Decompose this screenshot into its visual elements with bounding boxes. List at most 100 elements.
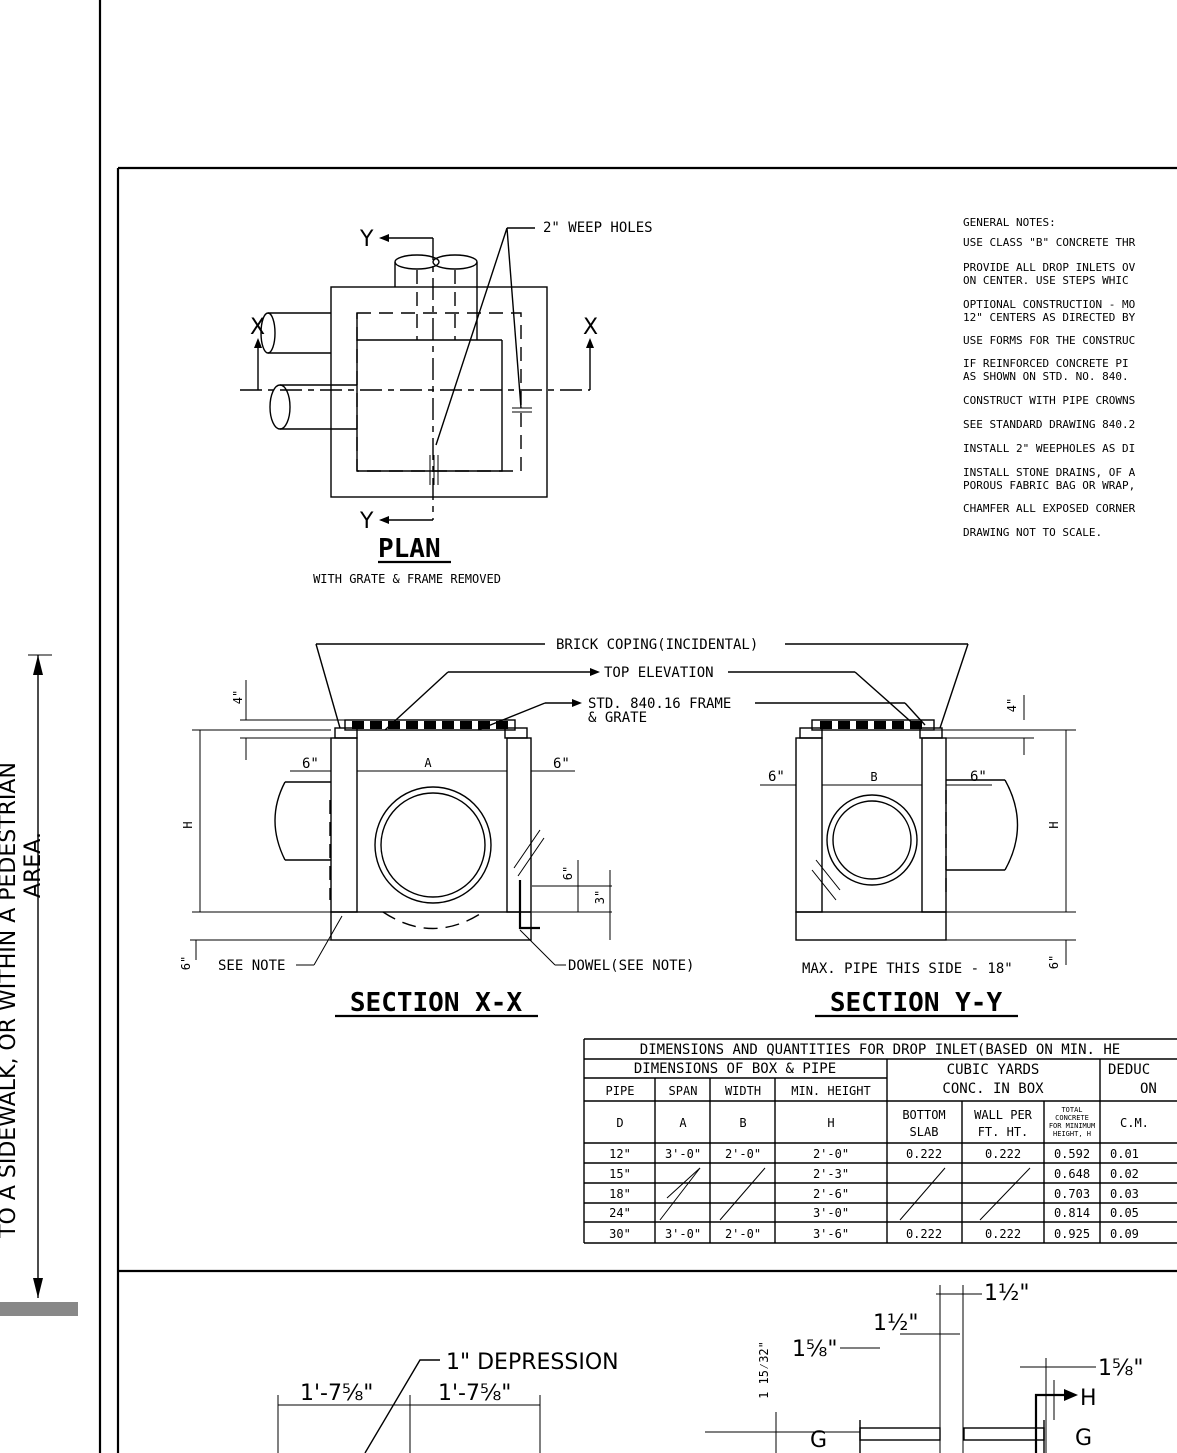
- plan-inner-box: [356, 312, 522, 472]
- x-dim-6-left-label: 6": [302, 756, 319, 772]
- tbl-sub-pipe: PIPE: [606, 1084, 635, 1098]
- plan-y-arrow-top: [379, 234, 389, 242]
- tbl-r2-c: 0.03: [1110, 1187, 1139, 1201]
- x-dim-h-label: H: [181, 821, 195, 828]
- x-wall-hatch-1: [513, 829, 541, 869]
- x-dim-6-right-v-label: 6": [561, 866, 575, 880]
- x-left-pipe-end: [274, 781, 286, 861]
- note-4: USE FORMS FOR THE CONSTRUC: [963, 334, 1135, 347]
- tbl-col-cm: C.M.: [1120, 1116, 1149, 1130]
- tbl-r0-t: 0.592: [1054, 1147, 1090, 1161]
- tbl-col-wall2: FT. HT.: [978, 1125, 1029, 1139]
- x-wall-left: [330, 737, 358, 913]
- note-9b: POROUS FABRIC BAG OR WRAP,: [963, 479, 1135, 492]
- x-dim-3-label: 3": [593, 890, 607, 904]
- section-y-y: B 6" 6" H 4" 6" MAX. PIPE THIS SIDE - 18…: [760, 695, 1076, 1018]
- note-10: CHAMFER ALL EXPOSED CORNER: [963, 502, 1136, 515]
- plan-outer-box: [330, 286, 548, 498]
- tbl-col-b: B: [739, 1116, 746, 1130]
- tbl-sub-span: SPAN: [669, 1084, 698, 1098]
- tbl-col-a: A: [679, 1116, 687, 1130]
- y-grate: [811, 719, 935, 731]
- section-x-title: SECTION X-X: [350, 988, 523, 1018]
- tbl-r0-w: 0.222: [985, 1147, 1021, 1161]
- brick-coping-leader-2: [939, 643, 969, 729]
- x-bottom-slab: [330, 911, 532, 941]
- y-wall-left: [795, 737, 823, 913]
- tbl-r4-a: 3'-0": [665, 1227, 701, 1241]
- x-grate: [344, 719, 516, 731]
- x-pipe-outer: [374, 786, 492, 904]
- bottom-dim-right: 1'-7⅝": [438, 1381, 511, 1406]
- tbl-r2-t: 0.703: [1054, 1187, 1090, 1201]
- section-y-title: SECTION Y-Y: [830, 988, 1003, 1018]
- tbl-r0-h: 2'-0": [813, 1147, 849, 1161]
- tbl-r4-w: 0.222: [985, 1227, 1021, 1241]
- tbl-r4-h: 3'-6": [813, 1227, 849, 1241]
- plan-label-y-top: Y: [359, 227, 374, 252]
- tbl-col-total4: HEIGHT, H: [1053, 1130, 1091, 1138]
- top-elevation-label: TOP ELEVATION: [604, 665, 714, 681]
- frame-grate-label-2: & GRATE: [588, 710, 647, 726]
- depression-label: 1" DEPRESSION: [446, 1350, 619, 1375]
- tbl-r1-c: 0.02: [1110, 1167, 1139, 1181]
- plan-subtitle: WITH GRATE & FRAME REMOVED: [313, 572, 501, 586]
- dowel-leader: [519, 929, 556, 966]
- see-note-label: SEE NOTE: [218, 958, 285, 974]
- tbl-group3a: DEDUC: [1108, 1062, 1150, 1078]
- tbl-col-d: D: [616, 1116, 623, 1130]
- note-2b: ON CENTER. USE STEPS WHIC: [963, 274, 1129, 287]
- tbl-r1-t: 0.648: [1054, 1167, 1090, 1181]
- dim-15-32-label: 1 15⁄32": [757, 1341, 771, 1399]
- tbl-r0-d: 12": [609, 1147, 631, 1161]
- tbl-r3-h: 3'-0": [813, 1206, 849, 1220]
- note-1: USE CLASS "B" CONCRETE THR: [963, 236, 1136, 249]
- plan-x-arrow-right: [586, 338, 594, 348]
- tbl-sub-width: WIDTH: [725, 1084, 761, 1098]
- weep-leader-2: [506, 227, 522, 409]
- x-wall-hatch-2: [517, 837, 545, 877]
- tbl-group2b: CONC. IN BOX: [942, 1081, 1044, 1097]
- tbl-col-wall1: WALL PER: [974, 1108, 1033, 1122]
- ground-bar: [0, 1302, 78, 1316]
- y-wall-hatch-2: [815, 859, 841, 891]
- tbl-r2-h: 2'-6": [813, 1187, 849, 1201]
- tbl-diag-a2: [659, 1167, 701, 1221]
- note-8: INSTALL 2" WEEPHOLES AS DI: [963, 442, 1135, 455]
- plan-inner-right-bottom: [357, 340, 503, 472]
- tbl-r4-b: 2'-0": [725, 1227, 761, 1241]
- x-pipe-hidden: [382, 911, 484, 930]
- tbl-col-total3: FOR MINIMUM: [1049, 1122, 1095, 1130]
- tbl-diag-b: [719, 1167, 766, 1221]
- side-note: TO A SIDEWALK, OR WITHIN A PEDESTRIAN AR…: [0, 762, 46, 1239]
- tbl-r3-d: 24": [609, 1206, 631, 1220]
- grate-bar-2: [963, 1427, 1045, 1441]
- weep-leader-1: [435, 227, 508, 446]
- general-notes-heading: GENERAL NOTES:: [963, 216, 1056, 229]
- label-g-left: G: [810, 1428, 827, 1453]
- x-grate-bars: [352, 721, 508, 729]
- section-callouts: BRICK COPING(INCIDENTAL) TOP ELEVATION S…: [315, 637, 969, 731]
- quantities-table: DIMENSIONS AND QUANTITIES FOR DROP INLET…: [583, 1038, 1177, 1244]
- section-h-marker: [1034, 1393, 1066, 1453]
- section-x-x: H 4" 6" 6" 6" A 6" 3" SEE NOTE DOWEL(SEE…: [179, 680, 694, 1018]
- y-right-pipe-end: [1004, 779, 1019, 871]
- tbl-r4-bs: 0.222: [906, 1227, 942, 1241]
- tbl-r0-a: 3'-0": [665, 1147, 701, 1161]
- dim-1-5-8-b-label: 1⅝": [1098, 1356, 1143, 1381]
- brick-coping-label: BRICK COPING(INCIDENTAL): [556, 637, 758, 653]
- frame-grate-label-1: STD. 840.16 FRAME: [588, 696, 731, 712]
- grate-detail: 1" DEPRESSION 1'-7⅝" 1'-7⅝" 1 15⁄32" 1⅝"…: [277, 1281, 1143, 1453]
- note-3b: 12" CENTERS AS DIRECTED BY: [963, 311, 1136, 324]
- side-arrow-top: [33, 655, 43, 675]
- depression-leader: [364, 1359, 440, 1453]
- grate-bar-1: [859, 1427, 941, 1441]
- y-dim-6-right-label: 6": [970, 769, 987, 785]
- y-dim-6-bottom-label: 6": [1047, 955, 1061, 969]
- plan-view: X X Y Y 2" WEEP HOLES PLAN WITH GRATE & …: [240, 220, 653, 586]
- plan-label-x-right: X: [583, 315, 598, 340]
- brick-coping-leader-1: [315, 643, 341, 729]
- tbl-r3-t: 0.814: [1054, 1206, 1090, 1220]
- note-9a: INSTALL STONE DRAINS, OF A: [963, 466, 1136, 479]
- note-11: DRAWING NOT TO SCALE.: [963, 526, 1102, 539]
